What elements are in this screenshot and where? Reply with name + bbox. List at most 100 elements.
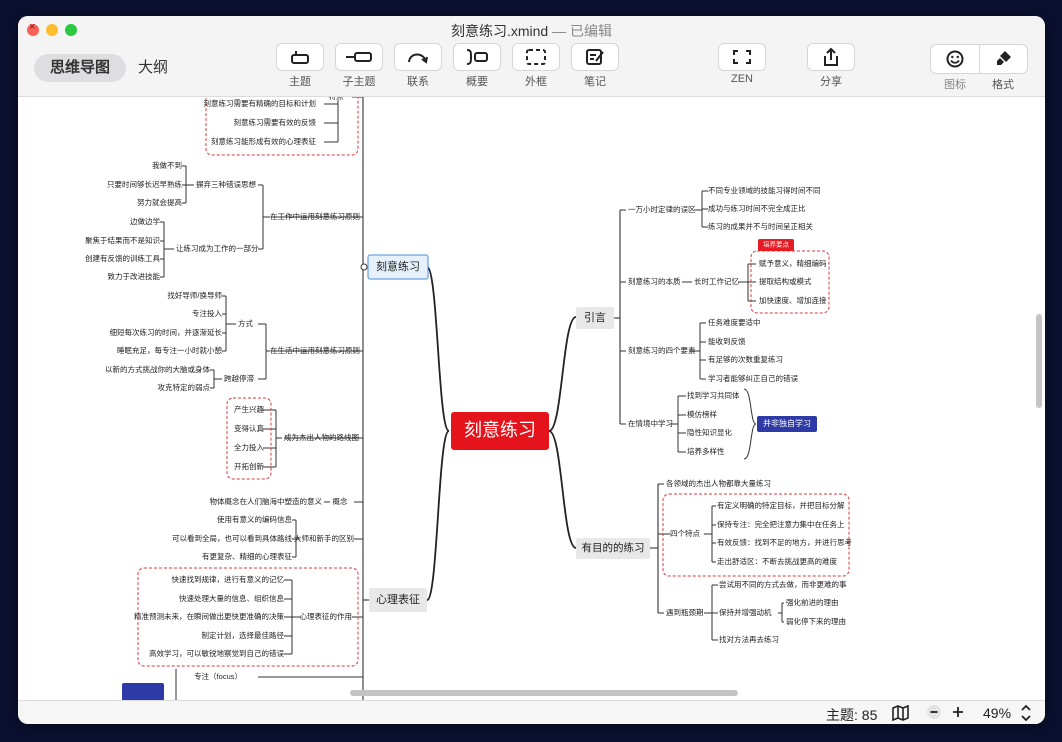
- relation-icon: [408, 53, 428, 64]
- zoom-stepper-icon[interactable]: [1020, 704, 1032, 722]
- relation-tool[interactable]: 联系: [394, 43, 442, 89]
- shenghuo-a-item: 细短每次练习的时间，并逐渐延长: [110, 327, 223, 337]
- summary-bingfei-label: 并非独自学习: [763, 418, 811, 428]
- benzhi-item: 提取结构或模式: [759, 276, 812, 286]
- qubie-item: 使用有意义的编码信息: [217, 514, 292, 524]
- boundary-label: 外框: [525, 76, 547, 88]
- yaosu-item: 有足够的次数重复练习: [708, 354, 783, 364]
- topic-count: 主题: 85: [826, 707, 878, 723]
- zoom-out-icon[interactable]: [926, 704, 942, 720]
- luxian-item: 变得认真: [234, 423, 264, 433]
- gongzuo-a-item: 努力就会提高: [137, 197, 182, 207]
- benzhi-label: 刻意练习的本质: [628, 276, 681, 286]
- zuoyong-item: 高效学习，可以敏锐地察觉到自己的错误: [149, 648, 284, 658]
- dongji-item: 强化前进的理由: [786, 597, 839, 607]
- note-icon: [586, 49, 604, 65]
- tedian-item: 刻意练习能形成有效的心理表征: [211, 136, 316, 146]
- zuoyong-label: 心理表征的作用: [300, 611, 353, 621]
- subtopic-icon: [346, 52, 372, 62]
- format-label: 格式: [992, 79, 1014, 91]
- note-tool[interactable]: 笔记: [571, 43, 619, 89]
- topic-mudi[interactable]: [576, 538, 650, 559]
- luxian-item: 全力投入: [234, 442, 264, 452]
- document-name: 刻意练习.xmind: [450, 23, 549, 39]
- gongzuo-b-item: 聚焦于结果而不是知识: [85, 235, 160, 245]
- collapse-handle[interactable]: [360, 263, 368, 271]
- benzhi-item: 加快速度、增加连接: [759, 295, 827, 305]
- topic-tool[interactable]: 主题: [276, 43, 324, 89]
- map-icon[interactable]: [892, 705, 910, 721]
- share-label: 分享: [820, 76, 842, 88]
- benzhi-sub-label: 长时工作记忆: [694, 276, 739, 286]
- summary-tool[interactable]: 概要: [453, 43, 501, 89]
- topic-label: 主题: [289, 76, 311, 88]
- tab-mindmap[interactable]: 思维导图: [34, 54, 127, 82]
- topic-xlbz[interactable]: [369, 588, 427, 612]
- wuqu-item: 不同专业领域的技能习得时间不同: [708, 185, 821, 195]
- zuoyong-item: 快速找到规律，进行有意义的记忆: [172, 574, 285, 584]
- tedian-boundary[interactable]: [205, 97, 359, 156]
- mindmap-canvas[interactable]: 刻意练习刻意练习特点刻意练习需要有精确的目标和计划刻意练习需要有效的反馈刻意练习…: [18, 97, 1045, 702]
- tedian-label: 特点: [329, 97, 344, 101]
- close-window-button[interactable]: [27, 21, 39, 36]
- topic-yinyan[interactable]: [576, 307, 614, 329]
- pingjing-label: 遇到瓶颈期: [666, 607, 704, 617]
- zen-tool[interactable]: ZEN: [718, 43, 766, 85]
- summary-icon: [466, 49, 488, 65]
- edited-status: — 已编辑: [552, 23, 612, 39]
- qingjing-item: 找到学习共同体: [687, 390, 740, 400]
- zuoyong-item: 制定计划，选择最佳路径: [202, 630, 285, 640]
- luxian-boundary[interactable]: [226, 397, 272, 480]
- shenghuo-a-item: 专注投入: [192, 308, 222, 318]
- gongzuo-b-item: 边做边学: [130, 216, 160, 226]
- offscreen-summary-badge[interactable]: [122, 683, 164, 702]
- summary-label: 概要: [466, 76, 488, 88]
- zoom-level[interactable]: 49%: [983, 705, 1012, 721]
- shenghuo-label: 在生活中运用刻意练习原则: [270, 345, 360, 355]
- gongzuo-b-label: 让练习成为工作的一部分: [176, 243, 259, 253]
- status-bar: 主题: 85 49%: [18, 700, 1045, 724]
- sige-label: 四个特点: [670, 528, 700, 538]
- badge-peiyang[interactable]: [758, 239, 794, 251]
- sige-boundary[interactable]: [662, 493, 850, 577]
- sige-item: 有定义明确的特定目标，并把目标分解: [717, 500, 845, 510]
- summary-bingfei[interactable]: [757, 416, 817, 432]
- topic-kyl-label: 刻意练习: [376, 259, 420, 273]
- subtopic-tool[interactable]: 子主题: [335, 43, 383, 89]
- vertical-scrollbar[interactable]: [1036, 314, 1042, 408]
- zoom-in-icon[interactable]: [950, 704, 966, 720]
- icon-format-segment: [930, 44, 1028, 74]
- gongzuo-a-item: 只要时间够长迟早熟练: [107, 179, 182, 189]
- mindmap-svg[interactable]: 刻意练习刻意练习特点刻意练习需要有精确的目标和计划刻意练习需要有效的反馈刻意练习…: [18, 97, 1045, 702]
- mudi-lead: 各领域的杰出人物都靠大量练习: [666, 478, 771, 488]
- shenghuo-a-item: 睡眠充足，每专注一小时就小憩: [117, 345, 222, 355]
- topic-xlbz-label: 心理表征: [376, 592, 420, 606]
- minimize-window-button[interactable]: [46, 24, 58, 36]
- zen-icon: [733, 50, 751, 64]
- yaosu-item: 任务难度要适中: [708, 317, 761, 327]
- tedian-item: 刻意练习需要有效的反馈: [234, 117, 317, 127]
- note-label: 笔记: [584, 76, 606, 88]
- maximize-window-button[interactable]: [65, 24, 77, 36]
- qubie-item: 可以看到全局，也可以看到具体路线: [172, 533, 292, 543]
- tedian-item: 刻意练习需要有精确的目标和计划: [204, 98, 317, 108]
- relation-label: 联系: [407, 76, 429, 88]
- badge-peiyang-label: 培养要点: [763, 240, 790, 249]
- horizontal-scrollbar[interactable]: [350, 690, 738, 696]
- topic-yinyan-label: 引言: [584, 310, 606, 324]
- tab-outline[interactable]: 大纲: [138, 59, 169, 76]
- wuqu-item: 练习的成果并不与时间呈正相关: [708, 221, 813, 231]
- brush-icon[interactable]: [993, 49, 1013, 69]
- qingjing-label: 在情境中学习: [628, 418, 673, 428]
- sige-item: 保持专注：完全把注意力集中在任务上: [717, 519, 845, 529]
- topic-kyl[interactable]: [367, 254, 429, 280]
- format-tool-label-wrap: 格式: [979, 74, 1027, 92]
- emoji-icon[interactable]: [945, 49, 965, 69]
- boundary-tool[interactable]: 外框: [512, 43, 560, 89]
- icon-tool-label-wrap: 图标: [931, 74, 979, 92]
- share-tool[interactable]: 分享: [807, 43, 855, 89]
- central-topic[interactable]: [451, 412, 549, 450]
- zuoyong-boundary[interactable]: [137, 567, 359, 667]
- window-title: 刻意练习.xmind — 已编辑: [18, 21, 1045, 41]
- sige-item: 有效反馈：找到不足的地方，并进行思考: [717, 537, 852, 547]
